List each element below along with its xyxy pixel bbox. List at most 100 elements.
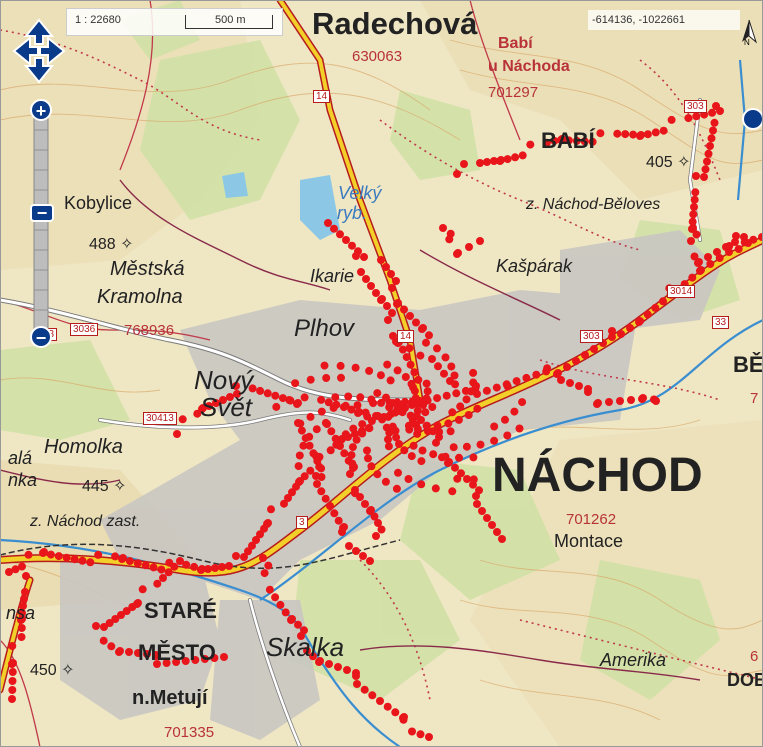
track-point [408, 727, 416, 736]
track-point [425, 331, 433, 340]
track-point [348, 459, 357, 468]
track-point [232, 382, 240, 390]
track-point [345, 542, 353, 550]
track-point [232, 552, 240, 560]
track-point [652, 397, 660, 405]
place-name: Kobylice [64, 193, 133, 213]
track-point [706, 260, 715, 268]
track-point [734, 245, 743, 253]
track-point [456, 402, 465, 411]
track-point [435, 428, 444, 436]
track-point [70, 555, 79, 564]
track-point [522, 373, 531, 382]
zoom-level-handle[interactable]: − [30, 204, 54, 222]
track-point [211, 564, 219, 572]
place-name: BABÍ [541, 128, 595, 153]
track-point [365, 424, 374, 433]
track-point [391, 708, 400, 717]
track-point [732, 232, 740, 240]
track-point [117, 611, 125, 619]
track-point [264, 561, 273, 570]
track-point [402, 353, 411, 362]
zoom-out-button[interactable]: − [30, 326, 52, 348]
track-point [191, 656, 200, 664]
track-point [352, 252, 360, 260]
track-point [17, 624, 26, 632]
track-point [336, 442, 344, 450]
track-point [284, 494, 292, 502]
track-point [392, 433, 401, 442]
track-point [497, 156, 505, 164]
track-point [46, 550, 55, 559]
track-point [423, 387, 432, 396]
track-point [704, 149, 713, 158]
track-point [376, 697, 384, 705]
track-point [690, 252, 699, 261]
track-point [511, 153, 520, 162]
place-name: nka [8, 470, 38, 490]
track-point [462, 395, 471, 404]
track-point [419, 401, 428, 409]
track-point [119, 554, 127, 562]
track-point [372, 532, 380, 540]
track-point [473, 500, 481, 508]
track-point [18, 615, 26, 623]
edge-layer-button[interactable] [742, 108, 763, 130]
track-point [542, 138, 551, 147]
place-name: Plhov [294, 315, 355, 342]
track-point [322, 374, 331, 382]
track-point [716, 107, 724, 115]
track-point [363, 446, 371, 455]
track-point [178, 415, 187, 424]
track-point [383, 302, 391, 310]
track-point [448, 487, 457, 496]
track-point [444, 419, 453, 428]
track-point [8, 686, 17, 694]
track-point [512, 377, 521, 386]
track-point [347, 405, 356, 414]
track-point [483, 158, 491, 166]
track-point [588, 137, 597, 146]
track-point [473, 390, 481, 398]
track-point [164, 568, 173, 577]
track-point [469, 368, 478, 377]
track-point [467, 387, 475, 396]
track-point [62, 553, 71, 562]
place-name: MĚSTO [138, 640, 216, 665]
track-point [294, 462, 303, 471]
track-point [566, 379, 574, 387]
track-point [433, 394, 442, 403]
track-point [384, 412, 393, 421]
track-point [441, 353, 450, 362]
track-point [364, 454, 372, 463]
track-point [404, 475, 413, 483]
track-point [306, 375, 315, 384]
track-point [347, 451, 356, 460]
place-name: z. Náchod-Běloves [526, 196, 661, 213]
track-point [447, 362, 456, 371]
track-point [385, 403, 394, 412]
track-point [651, 128, 660, 137]
track-point [700, 173, 708, 181]
track-point [377, 398, 386, 407]
track-point [143, 650, 151, 658]
track-point [341, 401, 350, 410]
track-point [453, 170, 461, 178]
zoom-in-button[interactable]: + [30, 99, 52, 121]
track-point [689, 224, 697, 232]
track-point [388, 284, 396, 292]
track-point [454, 249, 462, 257]
track-point [18, 562, 26, 571]
track-point [472, 492, 480, 500]
track-point [667, 115, 676, 124]
track-point [626, 324, 634, 332]
pan-control[interactable] [12, 18, 66, 84]
place-name: u Náchoda [488, 58, 570, 75]
track-point [367, 417, 376, 425]
track-point [557, 376, 565, 384]
track-point [613, 129, 622, 138]
track-point [526, 140, 535, 149]
track-point [173, 430, 181, 438]
track-point [429, 450, 438, 459]
